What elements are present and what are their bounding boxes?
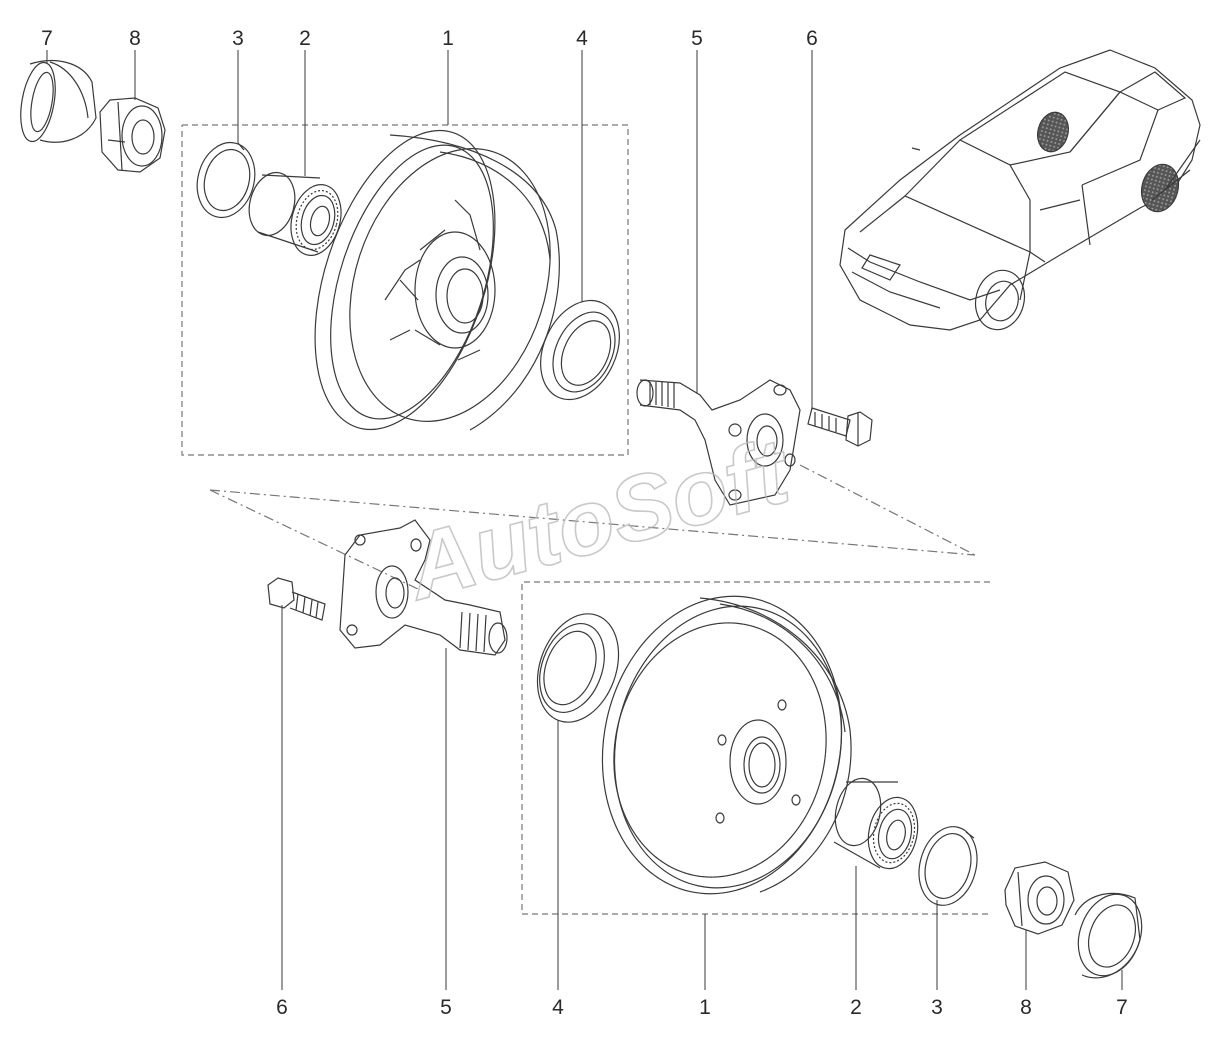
label-top-4: 4: [576, 27, 588, 50]
mounting-bolt-bottom: [268, 578, 325, 620]
watermark: AutoSoft: [395, 419, 802, 619]
label-bottom-2: 2: [850, 996, 862, 1019]
label-bottom-6: 6: [276, 996, 288, 1019]
leader-lines: [46, 50, 1123, 990]
dust-cap-top: [15, 60, 96, 144]
upper-assembly-frame: [181, 124, 629, 456]
label-top-3: 3: [232, 27, 244, 50]
part-number-labels: 7 8 3 2 1 4 5 6 6 5 4 1 2 3 8 7: [41, 27, 1128, 1019]
axle-stub-top: [637, 380, 800, 505]
label-top-1: 1: [442, 27, 454, 50]
label-bottom-4: 4: [552, 996, 564, 1019]
brake-drum-bottom: [575, 574, 868, 917]
brake-drum-top: [281, 108, 584, 452]
label-bottom-5: 5: [440, 996, 452, 1019]
retaining-ring-top: [189, 136, 263, 224]
mounting-bolt-top: [808, 408, 872, 446]
label-top-5: 5: [691, 27, 703, 50]
label-top-6: 6: [806, 27, 818, 50]
label-bottom-8: 8: [1020, 996, 1032, 1019]
label-bottom-3: 3: [931, 996, 943, 1019]
lower-assembly-frame: [521, 581, 990, 915]
label-top-7: 7: [41, 27, 53, 50]
retaining-ring-bottom: [911, 820, 986, 912]
label-top-2: 2: [299, 27, 311, 50]
hub-nut-bottom: [1005, 862, 1074, 934]
oil-seal-bottom: [523, 602, 633, 733]
wheel-bearing-bottom: [829, 774, 924, 873]
dust-cap-bottom: [1067, 885, 1152, 984]
oil-seal-top: [525, 288, 634, 413]
wheel-bearing-top: [242, 167, 348, 261]
car-sedan-illustration: [840, 50, 1200, 335]
cross-reference-lines: [209, 464, 976, 591]
hub-nut-top: [100, 98, 165, 172]
label-bottom-1: 1: [699, 996, 711, 1019]
label-top-8: 8: [129, 27, 141, 50]
label-bottom-7: 7: [1116, 996, 1128, 1019]
axle-stub-bottom: [340, 520, 507, 655]
